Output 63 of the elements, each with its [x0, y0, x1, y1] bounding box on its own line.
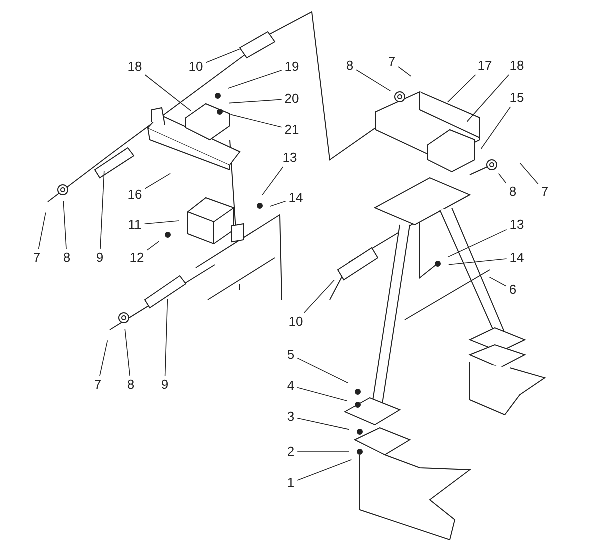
callout-number: 8 [509, 185, 517, 199]
leader-line [304, 280, 335, 314]
callout-number: 18 [510, 59, 524, 73]
callout-number: 7 [388, 55, 396, 69]
leader-line [356, 70, 392, 92]
leader-line [144, 74, 192, 112]
leader-line [100, 170, 105, 250]
callout-number: 10 [288, 315, 304, 329]
leader-line [297, 460, 352, 481]
callout-number: 8 [127, 378, 135, 392]
leader-line [63, 200, 67, 250]
leader-line [448, 258, 508, 266]
leader-line [297, 387, 348, 402]
leader-line [100, 340, 108, 376]
leader-line [498, 173, 507, 184]
callout-number: 15 [510, 91, 524, 105]
leader-line [520, 162, 539, 185]
leader-line [146, 241, 160, 251]
leader-line [398, 66, 412, 77]
leader-line [448, 74, 476, 103]
callout-number: 9 [96, 251, 104, 265]
callout-number: 2 [287, 445, 295, 459]
callout-number: 21 [284, 123, 300, 137]
leader-line [297, 418, 350, 430]
callout-number: 7 [33, 251, 41, 265]
callout-number: 14 [510, 251, 524, 265]
callout-number: 20 [284, 92, 300, 106]
callout-number: 16 [128, 188, 142, 202]
leader-line [206, 48, 240, 64]
callout-number: 19 [284, 60, 300, 74]
leader-line [230, 114, 282, 128]
leader-line [144, 220, 180, 224]
leader-line [144, 173, 171, 190]
leader-line [38, 212, 46, 250]
callout-number: 7 [94, 378, 102, 392]
callout-number: 12 [130, 251, 144, 265]
callout-number: 10 [188, 60, 204, 74]
callout-number: 8 [63, 251, 71, 265]
callout-number: 5 [287, 348, 295, 362]
callout-number: 6 [509, 283, 517, 297]
leader-line [489, 276, 507, 287]
callout-number: 18 [128, 60, 142, 74]
callout-number: 13 [510, 218, 524, 232]
leader-line [270, 201, 286, 207]
callout-number: 4 [287, 379, 295, 393]
leader-line [228, 99, 282, 104]
callout-number: 1 [287, 476, 295, 490]
leader-line [448, 229, 508, 258]
callout-number: 8 [346, 59, 354, 73]
leader-line [297, 358, 348, 384]
leader-line [262, 166, 284, 196]
callout-number: 3 [287, 410, 295, 424]
callout-number: 7 [541, 185, 549, 199]
callout-number: 17 [478, 59, 492, 73]
leader-line [124, 328, 130, 376]
callout-number: 14 [288, 191, 304, 205]
callout-number: 11 [128, 218, 142, 232]
leader-line [466, 74, 510, 122]
leader-line [480, 106, 512, 150]
leader-line [164, 298, 168, 376]
leader-line [228, 70, 282, 89]
callout-number: 13 [282, 151, 298, 165]
callout-number: 9 [161, 378, 169, 392]
